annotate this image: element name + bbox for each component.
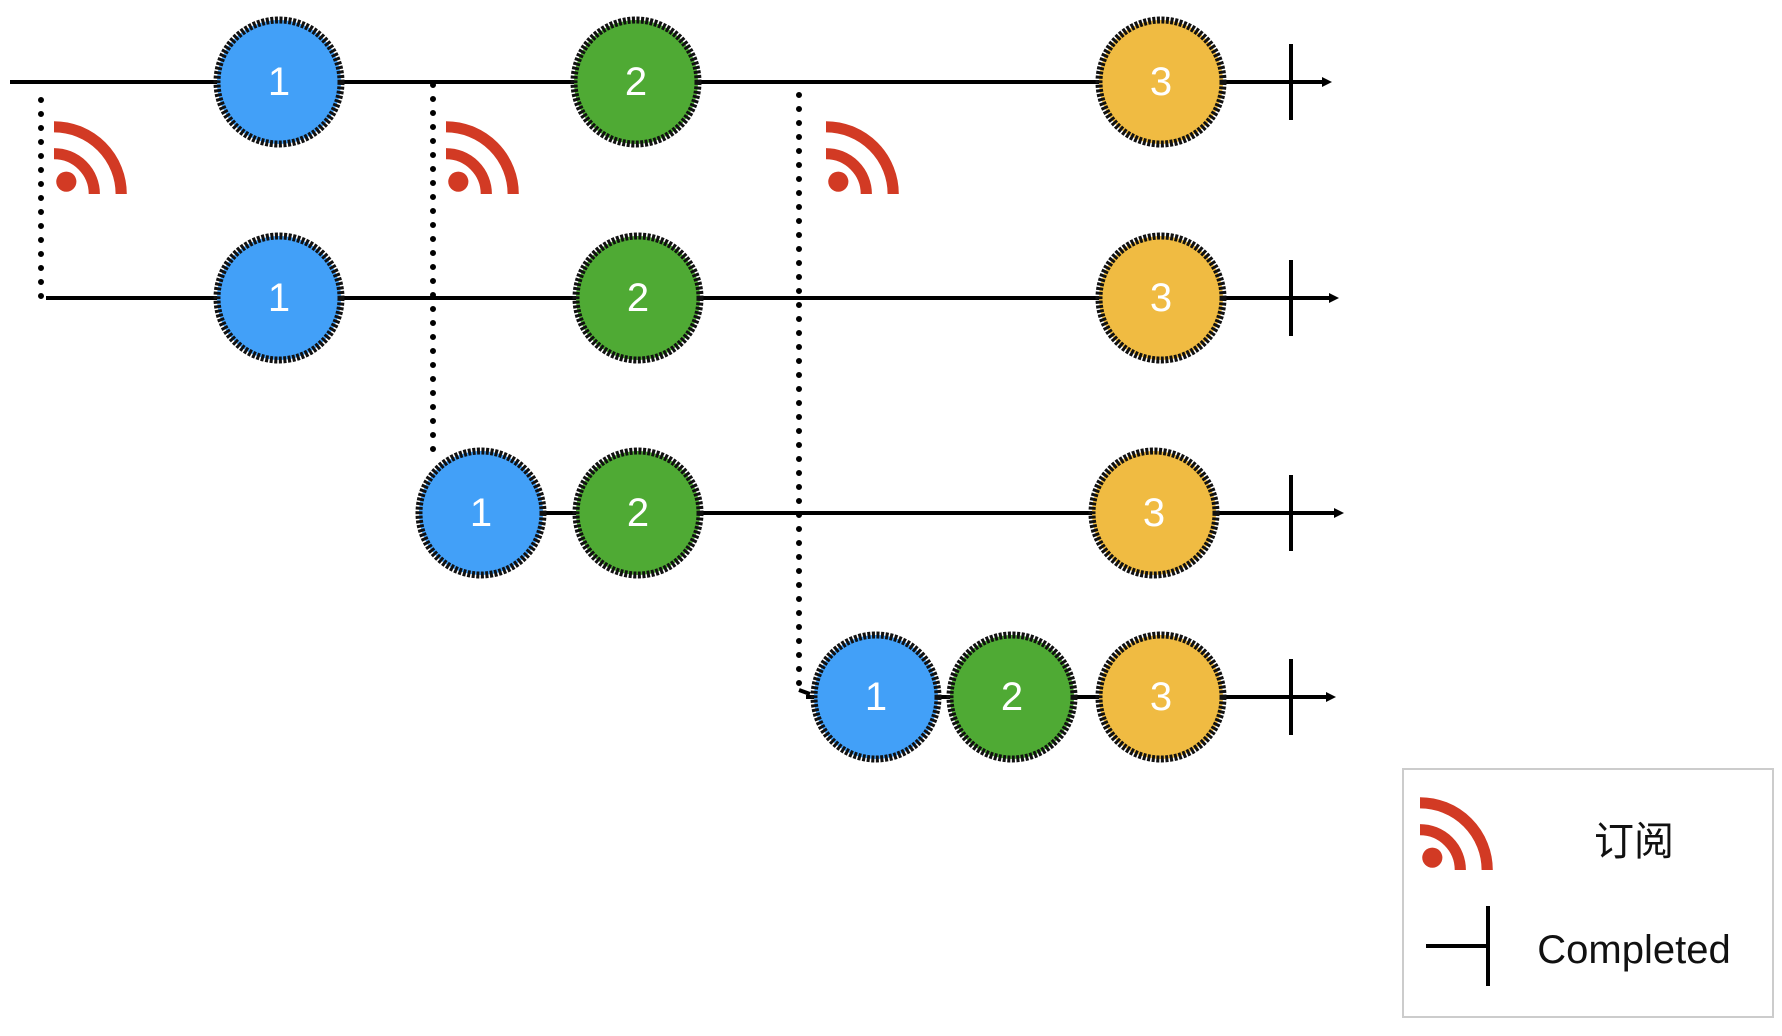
rss-icon xyxy=(445,121,519,195)
marble-2: 2 xyxy=(570,16,702,148)
marble-2: 2 xyxy=(572,232,704,364)
marble-3: 3 xyxy=(1095,16,1227,148)
subscription-connector xyxy=(796,92,811,696)
marble-1: 1 xyxy=(415,447,547,579)
marble-3: 3 xyxy=(1095,232,1227,364)
marble-3: 3 xyxy=(1095,631,1227,763)
marble-2: 2 xyxy=(946,631,1078,763)
marble-1: 1 xyxy=(213,16,345,148)
legend: 订阅 Completed xyxy=(1402,768,1774,1018)
marble-label: 3 xyxy=(1150,276,1172,320)
marble-label: 1 xyxy=(268,276,290,320)
legend-rss-icon xyxy=(1419,797,1493,871)
marble-label: 3 xyxy=(1150,60,1172,104)
legend-completed-label: Completed xyxy=(1537,928,1730,972)
marble-1: 1 xyxy=(810,631,942,763)
marble-2: 2 xyxy=(572,447,704,579)
marble-label: 1 xyxy=(470,491,492,535)
marble-label: 3 xyxy=(1143,491,1165,535)
marble-label: 2 xyxy=(627,491,649,535)
marble-1: 1 xyxy=(213,232,345,364)
subscription-icons xyxy=(53,121,899,195)
rss-icon xyxy=(825,121,899,195)
marble-label: 3 xyxy=(1150,675,1172,719)
marble-label: 2 xyxy=(1001,675,1023,719)
marble-3: 3 xyxy=(1088,447,1220,579)
subscription-connectors xyxy=(38,82,811,696)
marbles: 1 2 3 1 2 3 1 2 3 1 2 3 xyxy=(213,16,1227,763)
legend-subscribe-label: 订阅 xyxy=(1594,820,1674,864)
marble-label: 1 xyxy=(268,60,290,104)
timelines xyxy=(10,44,1344,735)
marble-label: 2 xyxy=(627,276,649,320)
marble-label: 1 xyxy=(865,675,887,719)
rss-icon xyxy=(53,121,127,195)
legend-completion-bar-icon xyxy=(1426,906,1490,986)
marble-label: 2 xyxy=(625,60,647,104)
legend-box xyxy=(1402,768,1774,1018)
